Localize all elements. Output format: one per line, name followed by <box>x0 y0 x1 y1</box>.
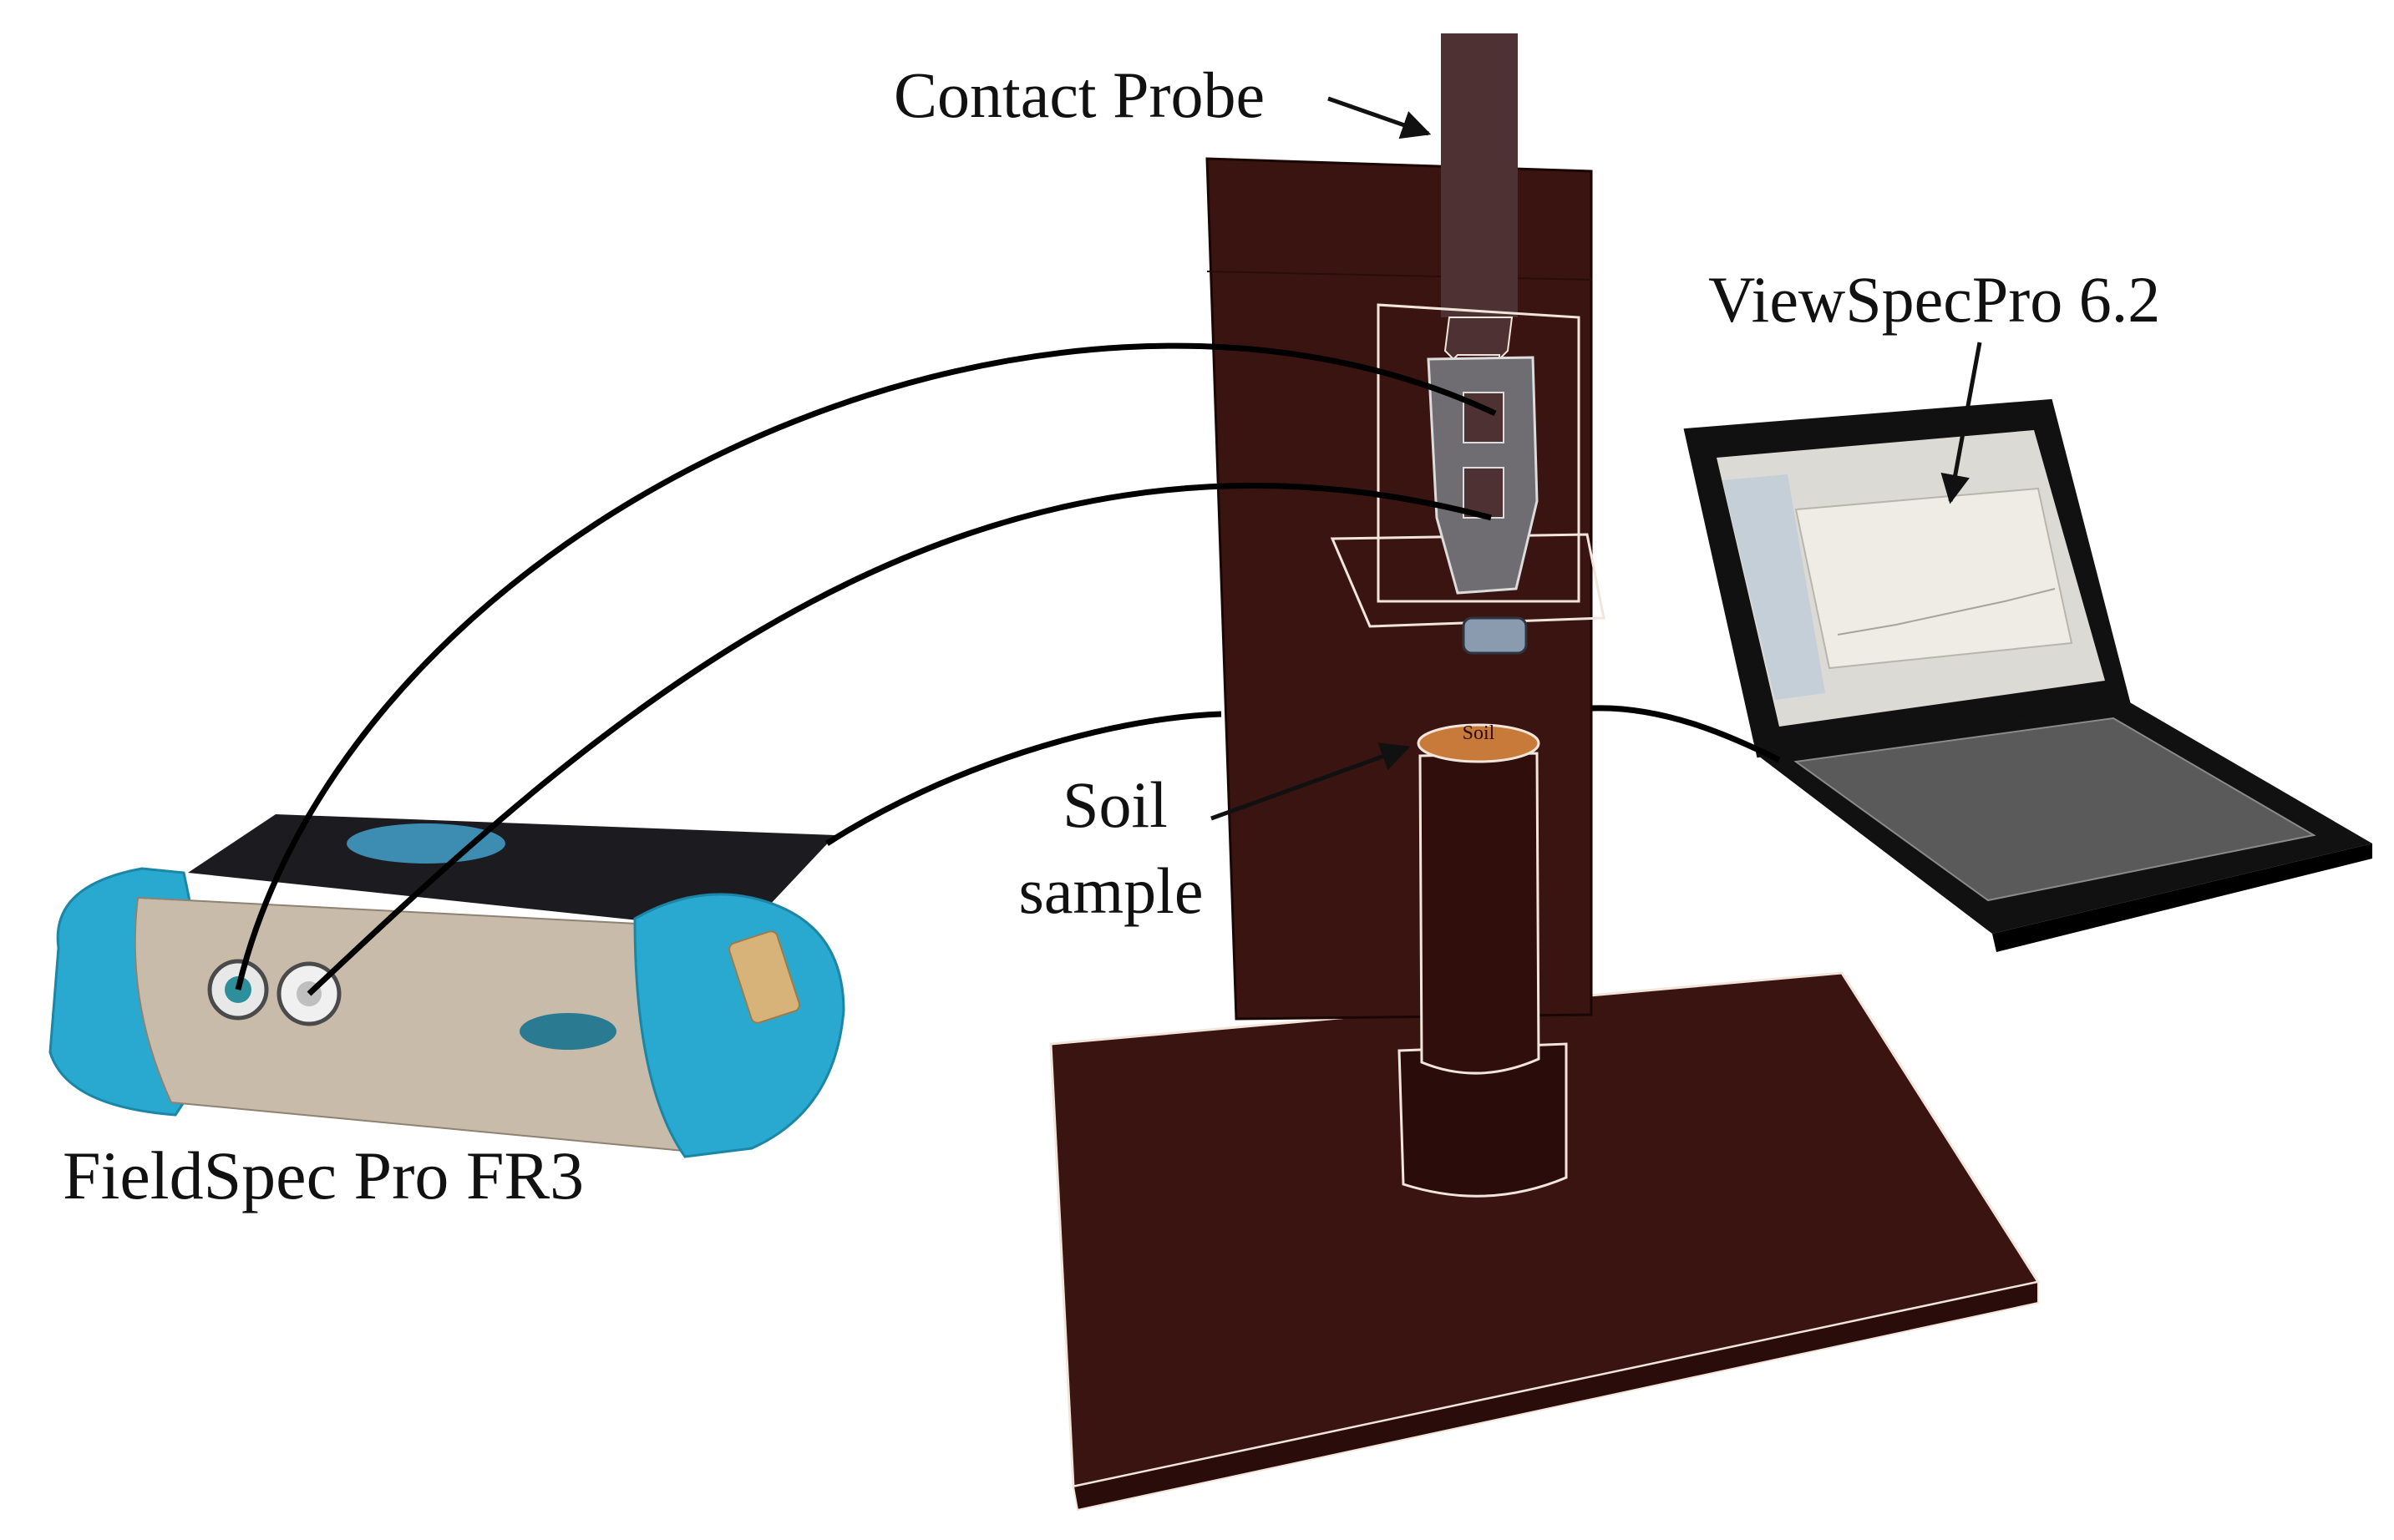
annotation-arrows <box>1210 96 1982 821</box>
laptop-screen-sidebar <box>1722 474 1825 700</box>
device-right-bumper <box>633 893 845 1158</box>
device-logo-badge <box>520 1013 616 1050</box>
laptop-icon <box>1683 398 2372 952</box>
contact-probe <box>1330 33 1605 655</box>
device-label: FieldSpec Pro FR3 <box>63 1137 584 1213</box>
laptop-front-edge <box>1992 843 2372 952</box>
laptop-spectrum-line <box>1837 588 2056 636</box>
soil-sample-label-line2: sample <box>1019 854 1204 927</box>
contact-probe-label: Contact Probe <box>894 58 1265 131</box>
container-base-ring <box>1397 1042 1568 1198</box>
software-arrow <box>1940 342 1982 504</box>
device-front-panel <box>134 896 711 1154</box>
laptop-screen-plot <box>1794 487 2073 670</box>
contact-probe-arrow <box>1327 96 1432 139</box>
device-top-window <box>347 823 505 864</box>
cable-port-right-to-probe <box>307 483 1492 996</box>
cable-device-to-board <box>825 711 1222 846</box>
fiber-cables <box>235 342 1781 996</box>
probe-shaft <box>1441 33 1518 317</box>
stand-base-edge <box>1072 1280 2039 1512</box>
soil-sample-arrow <box>1210 742 1411 821</box>
software-label: ViewSpecPro 6.2 <box>1708 263 2160 336</box>
soil-sample-label-line1: Soil <box>1063 768 1168 841</box>
probe-tip <box>1462 616 1528 655</box>
cable-board-to-laptop <box>1590 705 1781 763</box>
container-cylinder <box>1418 752 1540 1075</box>
soil-surface <box>1417 723 1540 763</box>
device-handle <box>728 930 800 1024</box>
spectroradiometer-icon <box>48 814 845 1158</box>
probe-clamp-outline <box>1377 303 1580 603</box>
board-edge-line <box>1206 271 1592 281</box>
soil-sample-container: Soil <box>1397 722 1568 1198</box>
laptop-keyboard <box>1793 717 2316 902</box>
cable-port-left-to-probe <box>235 342 1497 990</box>
soil-surface-label: Soil <box>1463 722 1495 744</box>
probe-neck <box>1443 317 1514 362</box>
